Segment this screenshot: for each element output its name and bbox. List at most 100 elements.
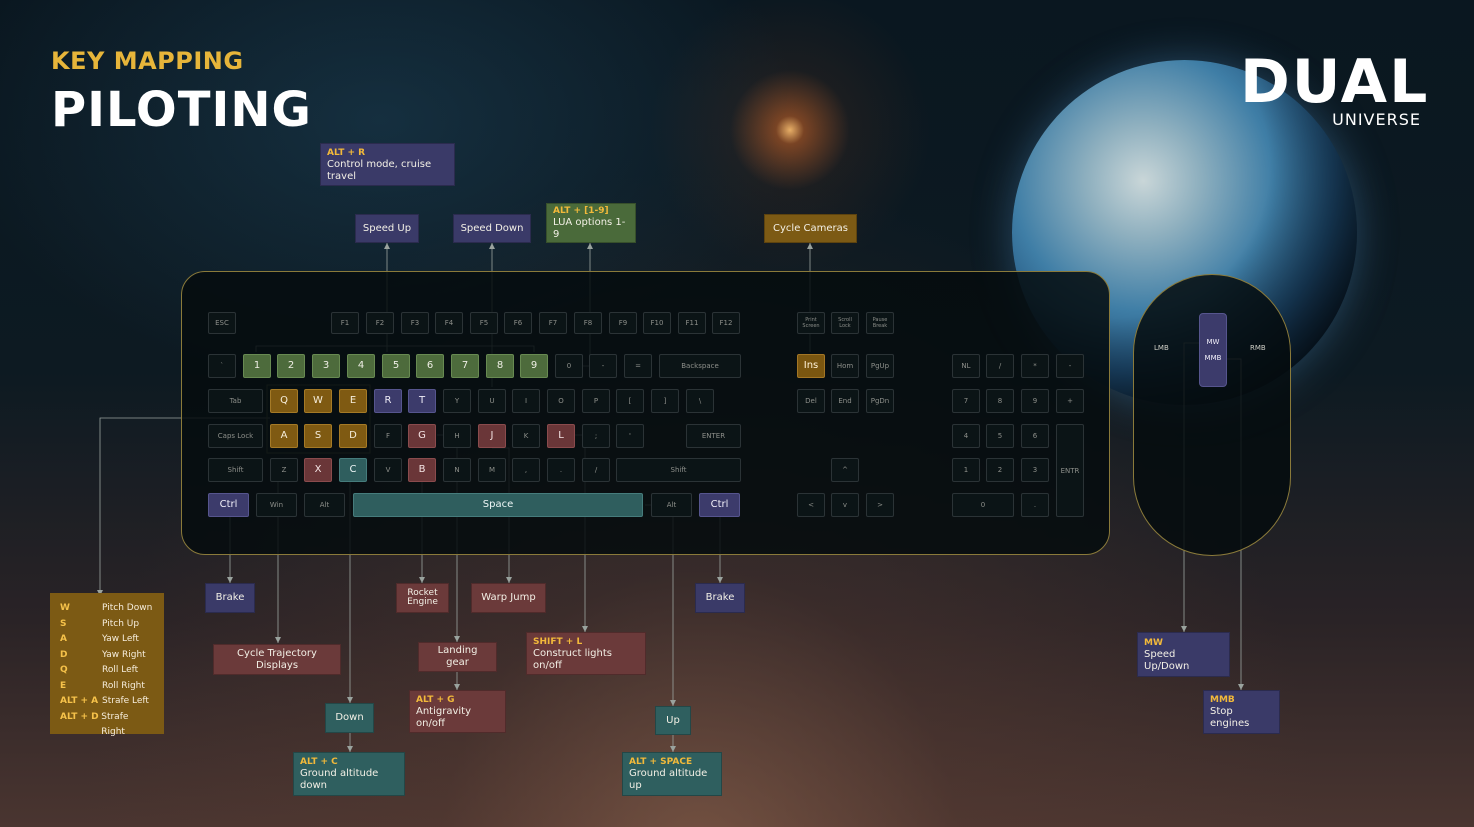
key-backslash: \ (686, 389, 714, 413)
key-o: O (547, 389, 575, 413)
logo-sub: UNIVERSE (1332, 110, 1421, 129)
key-num-minus: - (1056, 354, 1084, 378)
key-f10: F10 (643, 312, 671, 334)
key-backtick: ` (208, 354, 236, 378)
key-semicolon: ; (582, 424, 610, 448)
key-x: X (304, 458, 332, 482)
callout-alt-space-key: ALT + SPACE (629, 757, 693, 767)
callout-rocket-engine: Rocket Engine (396, 583, 449, 613)
key-z: Z (270, 458, 298, 482)
key-q: Q (270, 389, 298, 413)
key-ctrl-right: Ctrl (699, 493, 740, 517)
key-shift-left: Shift (208, 458, 263, 482)
key-p: P (582, 389, 610, 413)
key-pgdn: PgDn (866, 389, 894, 413)
key-enter: ENTER (686, 424, 741, 448)
key-win: Win (256, 493, 297, 517)
callout-up: Up (655, 706, 691, 735)
key-b: B (408, 458, 436, 482)
key-shift-right: Shift (616, 458, 741, 482)
key-num-enter: ENTR (1056, 424, 1084, 517)
key-e: E (339, 389, 367, 413)
key-num-9: 9 (1021, 389, 1049, 413)
key-9: 9 (520, 354, 548, 378)
key-r: R (374, 389, 402, 413)
key-space: Space (353, 493, 643, 517)
callout-shift-l: SHIFT + L Construct lights on/off (526, 632, 646, 675)
key-f5: F5 (470, 312, 498, 334)
key-del: Del (797, 389, 825, 413)
callout-mmb-key: MMB (1210, 695, 1235, 705)
key-f8: F8 (574, 312, 602, 334)
key-num-7: 7 (952, 389, 980, 413)
callout-cycle-trajectory: Cycle Trajectory Displays (213, 644, 341, 675)
callout-alt-c: ALT + C Ground altitude down (293, 752, 405, 796)
key-pgup: PgUp (866, 354, 894, 378)
callout-mmb: MMB Stop engines (1203, 690, 1280, 734)
key-5: 5 (382, 354, 410, 378)
key-t: T (408, 389, 436, 413)
key-8: 8 (486, 354, 514, 378)
key-d: D (339, 424, 367, 448)
callout-alt-r-key: ALT + R (327, 147, 366, 158)
key-f12: F12 (712, 312, 740, 334)
key-f3: F3 (401, 312, 429, 334)
callout-mw: MW Speed Up/Down (1137, 632, 1230, 677)
callout-brake-right: Brake (695, 583, 745, 613)
key-6: 6 (416, 354, 444, 378)
key-alt-right: Alt (651, 493, 692, 517)
key-2: 2 (277, 354, 305, 378)
page-title: PILOTING (51, 82, 312, 138)
callout-down: Down (325, 703, 374, 733)
key-f6: F6 (504, 312, 532, 334)
key-num-0: 0 (952, 493, 1014, 517)
key-num-3: 3 (1021, 458, 1049, 482)
key-scroll-lock: Scroll Lock (831, 312, 859, 334)
key-f7: F7 (539, 312, 567, 334)
key-h: H (443, 424, 471, 448)
callout-cycle-cameras: Cycle Cameras (764, 214, 857, 243)
key-bracket-left: [ (616, 389, 644, 413)
key-tab: Tab (208, 389, 263, 413)
key-f4: F4 (435, 312, 463, 334)
key-s: S (304, 424, 332, 448)
key-caps-lock: Caps Lock (208, 424, 263, 448)
callout-landing-gear: Landing gear (418, 642, 497, 672)
callout-alt-c-key: ALT + C (300, 757, 338, 767)
callout-speed-up: Speed Up (355, 214, 419, 243)
key-comma: , (512, 458, 540, 482)
key-y: Y (443, 389, 471, 413)
key-num-period: . (1021, 493, 1049, 517)
key-minus: - (589, 354, 617, 378)
key-arrow-left: < (797, 493, 825, 517)
key-alt-left: Alt (304, 493, 345, 517)
callout-alt-c-desc: Ground altitude down (300, 768, 379, 791)
key-arrow-up: ^ (831, 458, 859, 482)
key-arrow-down: v (831, 493, 859, 517)
mouse-mmb-label: MMB (1204, 354, 1222, 362)
callout-alt-space: ALT + SPACE Ground altitude up (622, 752, 722, 796)
key-i: I (512, 389, 540, 413)
key-num-1: 1 (952, 458, 980, 482)
key-num-8: 8 (986, 389, 1014, 413)
callout-warp-jump: Warp Jump (471, 583, 546, 613)
key-k: K (512, 424, 540, 448)
dual-universe-logo: DUAL UNIVERSE (1240, 50, 1427, 135)
key-g: G (408, 424, 436, 448)
callout-alt-1-9-desc: LUA options 1-9 (553, 217, 626, 240)
key-c: C (339, 458, 367, 482)
key-f9: F9 (609, 312, 637, 334)
key-period: . (547, 458, 575, 482)
key-num-2: 2 (986, 458, 1014, 482)
key-f: F (374, 424, 402, 448)
key-pause-break: Pause Break (866, 312, 894, 334)
mouse-rmb-label: RMB (1250, 344, 1266, 352)
mouse-lmb-label: LMB (1154, 344, 1169, 352)
callout-speed-down: Speed Down (453, 214, 531, 243)
callout-alt-r-desc: Control mode, cruise travel (327, 158, 432, 182)
logo-word: DUAL (1240, 47, 1430, 117)
callout-mw-key: MW (1144, 637, 1163, 648)
callout-alt-1-9: ALT + [1-9] LUA options 1-9 (546, 203, 636, 243)
